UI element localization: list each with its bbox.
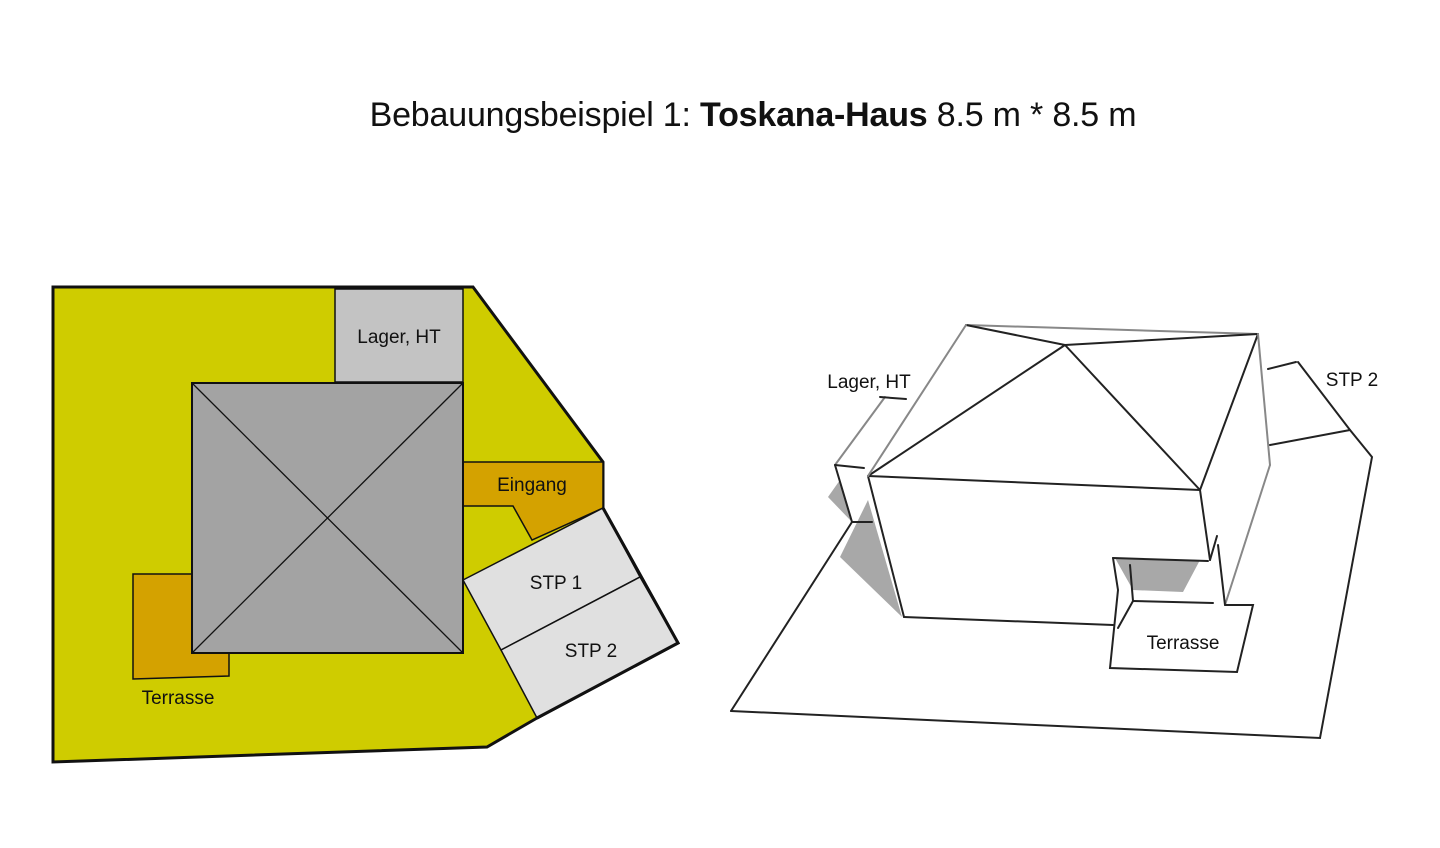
title-prefix: Bebauungsbeispiel 1: xyxy=(369,96,691,134)
label-storage: Lager, HT xyxy=(357,327,441,348)
page-title: Bebauungsbeispiel 1: Toskana-Haus 8.5 m … xyxy=(0,96,1440,135)
shadow-left-1 xyxy=(828,480,852,522)
storage-area xyxy=(334,288,464,383)
title-house-name: Toskana-Haus xyxy=(700,96,928,134)
title-dimensions: 8.5 m * 8.5 m xyxy=(936,96,1137,134)
label-terrace: Terrasse xyxy=(142,688,215,709)
label-parking-1: STP 1 xyxy=(530,573,582,594)
shadow-left-2 xyxy=(840,500,902,617)
label-parking-2: STP 2 xyxy=(565,641,617,662)
label-3d-storage: Lager, HT xyxy=(827,372,911,393)
label-entrance: Eingang xyxy=(497,475,567,496)
label-3d-terrace: Terrasse xyxy=(1147,633,1220,654)
label-3d-parking-2: STP 2 xyxy=(1326,370,1378,391)
shadow-terrace xyxy=(1115,558,1200,592)
